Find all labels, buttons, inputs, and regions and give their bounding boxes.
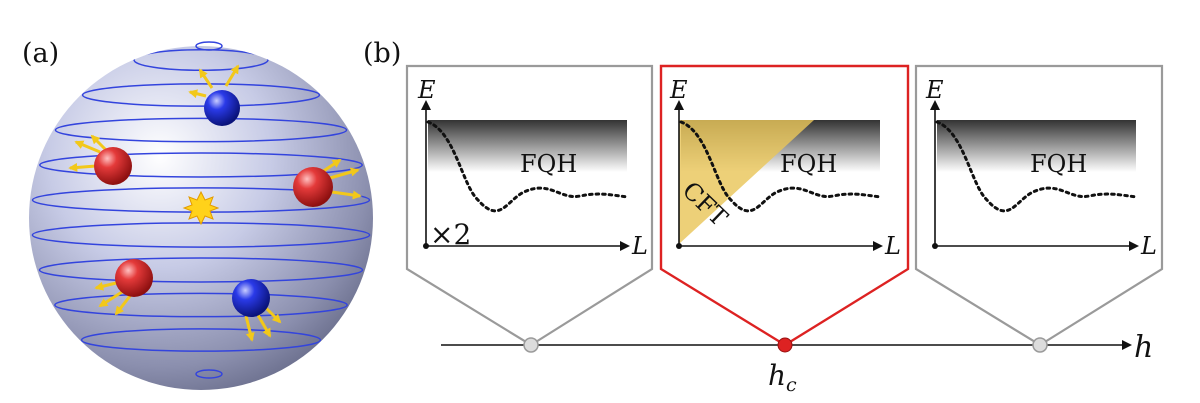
electron-spin-icon [232, 279, 282, 342]
fqh-label: FQH [780, 150, 837, 178]
axis-origin-dot [932, 243, 938, 249]
energy-curve [426, 120, 630, 213]
fqh-gap-band [428, 120, 627, 172]
spectrum-box-right: E L FQH [914, 64, 1164, 353]
flux-burst-icon [182, 190, 220, 226]
spin-arrow [224, 64, 240, 87]
multiplier-label: ×2 [430, 218, 471, 251]
critical-point-marker [777, 337, 793, 353]
pole-ring-bottom [195, 369, 223, 379]
spin-arrow [256, 314, 272, 338]
electron-red [115, 259, 153, 297]
electron-spin-icon [94, 259, 153, 316]
panel-a-label: (a) [22, 38, 59, 69]
spin-arrow [98, 290, 123, 308]
length-axis-label: L [1140, 232, 1157, 260]
spin-arrow [90, 134, 108, 152]
electron-red [94, 147, 132, 185]
length-axis-label: L [884, 232, 901, 260]
latitude-ring [39, 152, 363, 178]
electron-spin-icon [293, 158, 362, 207]
electron-spins [68, 64, 362, 342]
electron-blue [204, 90, 240, 126]
energy-curve [679, 120, 883, 213]
spin-arrow [329, 167, 360, 180]
length-axis-label: L [631, 232, 648, 260]
spectrum-box-left: E L FQH ×2 [405, 64, 654, 353]
spin-arrow [114, 295, 132, 316]
critical-point-label-subscript: c [786, 374, 797, 396]
latitude-ring [38, 257, 364, 283]
fqh-label: FQH [520, 150, 577, 178]
electron-red [293, 167, 333, 207]
axis-origin-dot [676, 243, 682, 249]
energy-axis-label: E [417, 76, 436, 104]
latitude-ring [80, 328, 322, 352]
latitude-rings [31, 49, 371, 352]
energy-curve [935, 120, 1139, 213]
energy-axis-label: E [925, 76, 944, 104]
field-axis-label: h [1134, 330, 1153, 365]
latitude-ring [81, 83, 321, 107]
axis-origin-dot [423, 243, 429, 249]
fqh-gap-band [937, 120, 1136, 172]
critical-point-label: hc [768, 359, 797, 396]
field-point-right [1032, 337, 1048, 353]
spin-arrow [74, 140, 101, 154]
electron-blue [232, 279, 270, 317]
cft-wedge [679, 120, 814, 244]
spin-arrow [188, 89, 207, 99]
latitude-ring [54, 292, 348, 318]
spin-arrow [331, 190, 362, 200]
spin-arrow [68, 162, 97, 172]
latitude-ring [54, 117, 348, 143]
spin-arrow [321, 158, 342, 174]
panel-b-label: (b) [363, 38, 401, 69]
critical-point-label-base: h [768, 359, 786, 392]
field-point-left [523, 337, 539, 353]
energy-axis-label: E [669, 76, 688, 104]
spectrum-box-critical: E L FQH CFT hc [659, 64, 910, 396]
pole-ring-top [195, 41, 223, 51]
spin-arrow [244, 315, 255, 342]
fqh-label: FQH [1030, 150, 1087, 178]
electron-spin-icon [68, 134, 132, 185]
spin-arrow [198, 68, 214, 89]
electron-spin-icon [188, 64, 240, 126]
